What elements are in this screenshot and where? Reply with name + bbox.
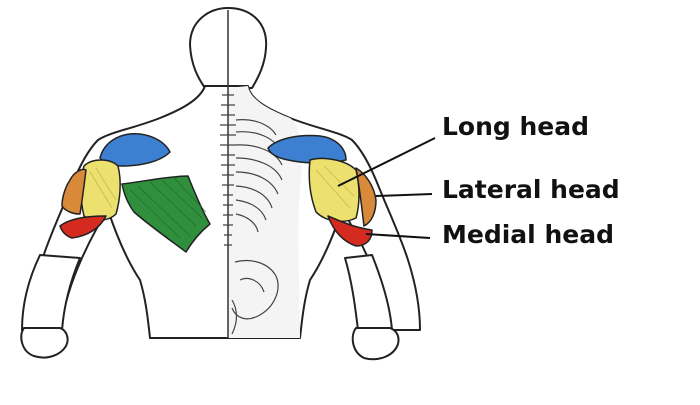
- long-head-fibers: [89, 165, 355, 209]
- left-forearm: [21, 254, 81, 331]
- medial-head-label: Medial head: [442, 220, 614, 249]
- right-lateral-head: [355, 167, 377, 227]
- lateral-head-label: Lateral head: [442, 175, 620, 204]
- left-lateral-head: [61, 168, 87, 215]
- long-head-leader: [337, 137, 436, 187]
- lat-fibers: [129, 177, 207, 239]
- left-medial-head: [59, 215, 107, 239]
- left-long-head: [80, 159, 121, 221]
- right-hand: [351, 327, 400, 361]
- right-back-shade: [228, 86, 302, 338]
- left-hand: [20, 327, 69, 359]
- right-deltoid: [267, 134, 347, 164]
- long-head-label: Long head: [442, 112, 590, 141]
- medial-head-leader: [365, 233, 431, 239]
- leader-lines: [337, 137, 436, 239]
- right-medial-head: [327, 215, 373, 247]
- left-latissimus: [121, 175, 211, 253]
- spine-and-ribs: [220, 94, 283, 335]
- lateral-head-leader: [375, 193, 433, 197]
